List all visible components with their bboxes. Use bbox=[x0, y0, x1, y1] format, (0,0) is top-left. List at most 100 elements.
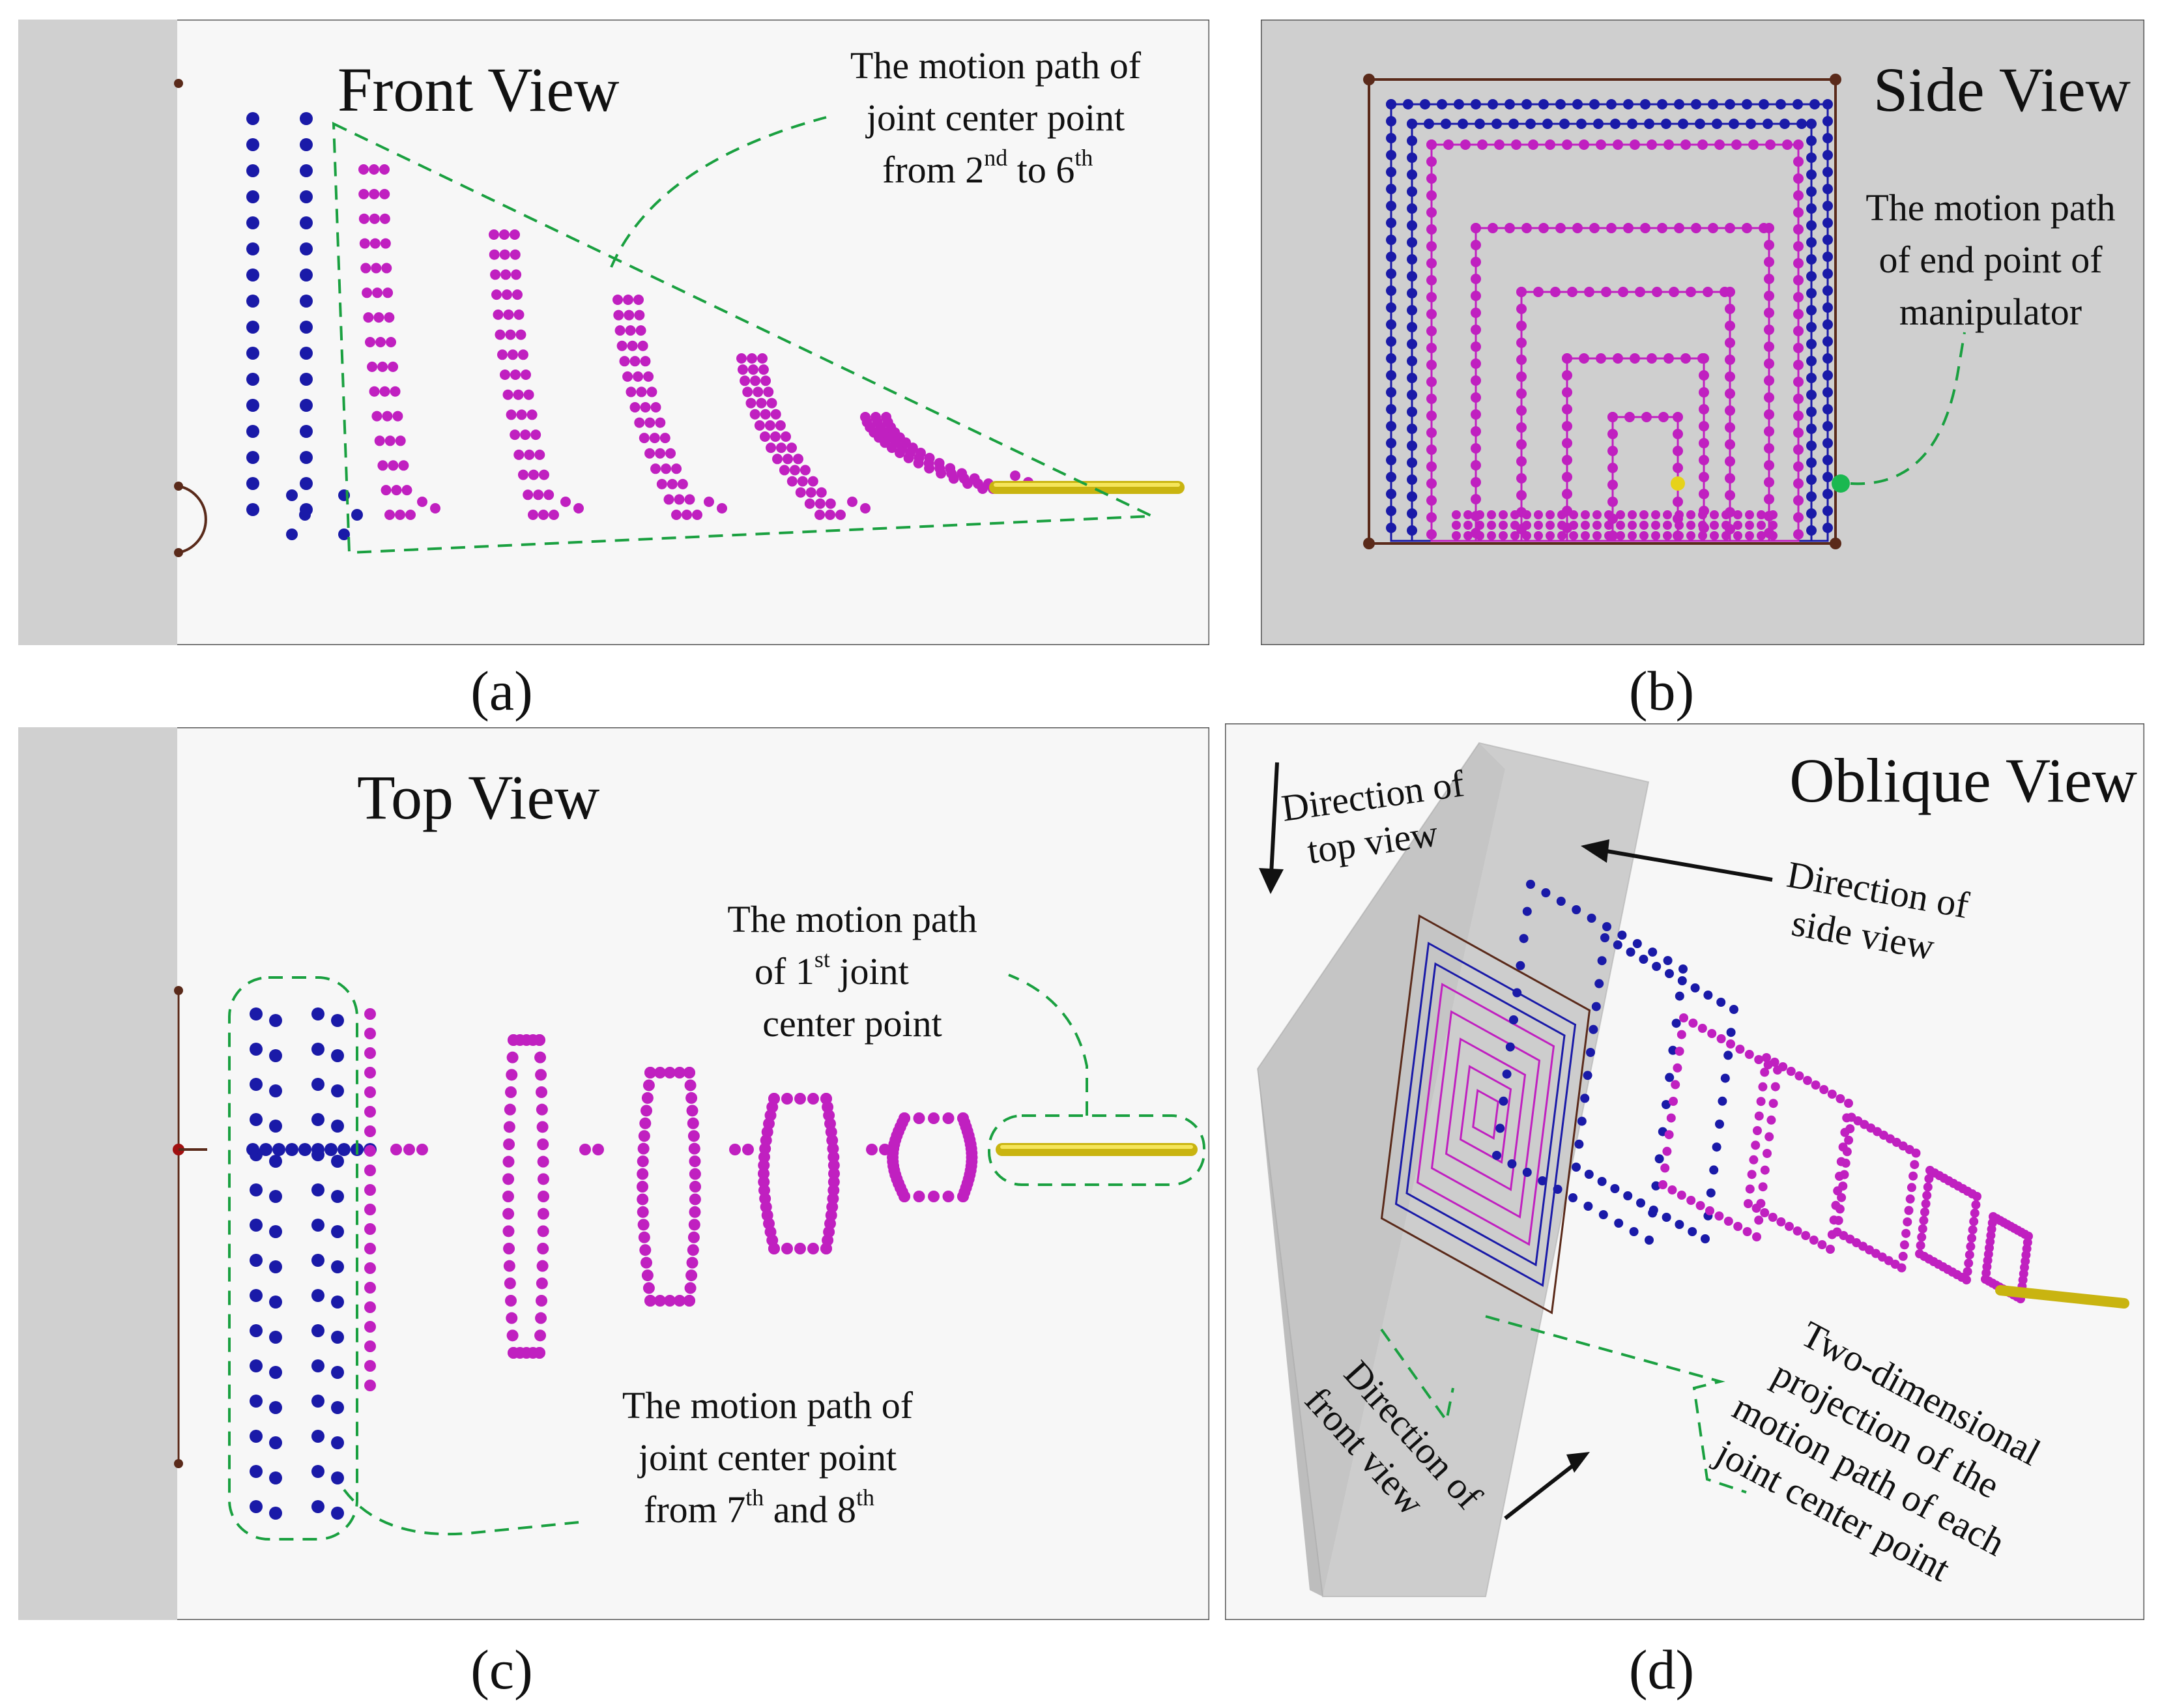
joint-path-point bbox=[1822, 218, 1833, 228]
front-view-joint-paths bbox=[246, 112, 1033, 540]
joint-path-point bbox=[1723, 1050, 1733, 1060]
wall bbox=[18, 20, 177, 645]
joint-path-point bbox=[1647, 353, 1657, 364]
joint-path-point bbox=[1673, 412, 1683, 422]
joint-path-point bbox=[362, 287, 373, 298]
joint-path-point bbox=[1673, 463, 1683, 473]
joint-path-point bbox=[1579, 353, 1589, 364]
joint-path-point bbox=[1607, 497, 1618, 507]
joint-path-point bbox=[1584, 287, 1594, 297]
joint-path-point bbox=[1572, 99, 1583, 109]
joint-path-point bbox=[1407, 373, 1417, 383]
joint-path-point bbox=[1752, 1232, 1761, 1241]
joint-path-point bbox=[1671, 1080, 1680, 1090]
joint-path-point bbox=[1793, 411, 1804, 421]
joint-path-point bbox=[771, 454, 783, 465]
joint-path-point bbox=[504, 1103, 516, 1116]
joint-path-point bbox=[388, 361, 399, 372]
joint-path-point bbox=[1969, 1217, 1979, 1226]
joint-path-point bbox=[671, 463, 682, 474]
joint-path-point bbox=[534, 449, 545, 460]
joint-path-point bbox=[1488, 223, 1498, 233]
joint-path-point bbox=[1426, 377, 1437, 387]
joint-path-point bbox=[1592, 521, 1602, 530]
joint-path-point bbox=[1426, 173, 1437, 184]
joint-path-point bbox=[1555, 223, 1566, 233]
joint-path-point bbox=[369, 238, 381, 249]
joint-path-point bbox=[637, 340, 648, 351]
joint-path-point bbox=[1477, 139, 1488, 150]
joint-path-point bbox=[510, 229, 520, 240]
joint-path-point bbox=[1562, 455, 1572, 465]
joint-path-point bbox=[417, 497, 427, 507]
joint-path-point bbox=[1492, 1151, 1501, 1160]
joint-path-point bbox=[1649, 1206, 1658, 1215]
joint-path-point bbox=[1688, 1227, 1697, 1236]
joint-path-point bbox=[650, 402, 661, 413]
joint-path-point bbox=[516, 409, 527, 420]
joint-path-point bbox=[1648, 948, 1658, 957]
joint-path-point bbox=[311, 1143, 324, 1156]
joint-path-point bbox=[300, 242, 313, 255]
joint-path-point bbox=[1516, 490, 1527, 500]
joint-path-point bbox=[379, 164, 390, 175]
joint-path-point bbox=[1596, 139, 1606, 150]
joint-path-point bbox=[629, 402, 641, 413]
joint-path-point bbox=[1793, 444, 1804, 455]
joint-path-point bbox=[1744, 1199, 1753, 1208]
joint-path-point bbox=[749, 409, 760, 420]
joint-path-point bbox=[1516, 338, 1527, 348]
joint-path-point bbox=[359, 238, 370, 249]
joint-path-point bbox=[1971, 1200, 1981, 1209]
joint-path-point bbox=[1721, 521, 1731, 530]
joint-path-point bbox=[1686, 531, 1695, 540]
joint-path-point bbox=[1528, 139, 1538, 150]
joint-path-point bbox=[957, 1191, 969, 1202]
joint-path-point bbox=[1562, 353, 1572, 364]
joint-path-point bbox=[506, 1312, 518, 1324]
joint-path-point bbox=[1759, 99, 1769, 109]
joint-path-point bbox=[770, 409, 781, 420]
joint-path-point bbox=[1726, 1028, 1736, 1037]
joint-path-point bbox=[538, 1191, 549, 1202]
joint-path-point bbox=[1745, 521, 1754, 530]
joint-path-point bbox=[1572, 905, 1581, 914]
joint-path-point bbox=[1607, 463, 1618, 473]
joint-path-point bbox=[1691, 223, 1701, 233]
joint-path-point bbox=[386, 337, 396, 347]
joint-path-point bbox=[1779, 119, 1790, 129]
joint-path-point bbox=[1458, 119, 1468, 129]
annotation-line: The motion path of bbox=[622, 1384, 914, 1426]
joint-path-point bbox=[1471, 325, 1481, 335]
joint-path-point bbox=[1699, 387, 1709, 398]
joint-path-point bbox=[1386, 302, 1396, 313]
joint-path-point bbox=[1811, 1080, 1821, 1090]
joint-path-point bbox=[1742, 223, 1752, 233]
joint-path-point bbox=[363, 312, 374, 323]
joint-path-point bbox=[503, 309, 514, 320]
panel-frame bbox=[18, 727, 1209, 1620]
joint-path-point bbox=[1751, 1204, 1761, 1213]
joint-path-point bbox=[665, 448, 676, 459]
joint-path-point bbox=[1562, 404, 1572, 414]
joint-path-point bbox=[1832, 1227, 1842, 1237]
joint-path-point bbox=[1663, 956, 1673, 965]
joint-path-point bbox=[1538, 223, 1549, 233]
joint-path-point bbox=[1645, 1236, 1654, 1245]
joint-path-point bbox=[1675, 510, 1684, 519]
joint-path-point bbox=[825, 510, 835, 520]
workspace-frame bbox=[1368, 78, 1837, 545]
joint-path-point bbox=[579, 1144, 591, 1155]
joint-path-point bbox=[1964, 1258, 1974, 1268]
joint-path-point bbox=[538, 510, 549, 520]
joint-path-point bbox=[246, 347, 259, 360]
joint-path-point bbox=[656, 478, 667, 489]
joint-path-point bbox=[1601, 287, 1611, 297]
joint-path-point bbox=[1562, 139, 1572, 150]
joint-path-point bbox=[1407, 474, 1417, 485]
joint-path-point bbox=[536, 1086, 547, 1098]
joint-path-point bbox=[1541, 888, 1551, 897]
joint-path-point bbox=[1522, 531, 1531, 540]
joint-path-point bbox=[379, 386, 390, 397]
joint-path-point bbox=[272, 1143, 285, 1156]
